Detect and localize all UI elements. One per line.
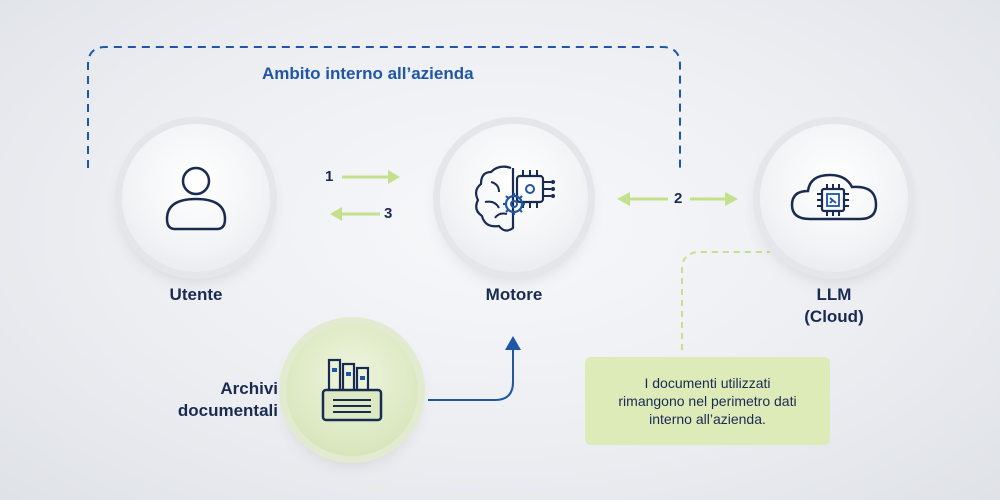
user-icon	[165, 166, 227, 231]
cloud-chip-icon	[790, 173, 878, 221]
llm-label-line1: LLM	[816, 285, 852, 304]
scope-boundary	[87, 46, 681, 168]
engine-node	[440, 124, 588, 272]
step-2-label: 2	[674, 190, 683, 207]
user-label: Utente	[169, 285, 223, 304]
step-1-label: 1	[325, 168, 334, 185]
note-box: I documenti utilizzati rimangono nel per…	[585, 357, 830, 445]
archives-label-line1: Archivi	[220, 379, 278, 398]
engine-label: Motore	[485, 285, 543, 304]
note-text: I documenti utilizzati rimangono nel per…	[618, 375, 797, 427]
arrow-3	[330, 207, 380, 221]
arrow-2	[617, 192, 738, 206]
llm-label-line2: (Cloud)	[804, 307, 864, 326]
user-node	[122, 124, 270, 272]
brain-chip-icon	[474, 165, 555, 232]
note-connector	[681, 251, 770, 350]
archives-node	[286, 324, 418, 456]
scope-title: Ambito interno all’azienda	[262, 64, 474, 83]
archive-folders-icon	[321, 358, 383, 422]
archives-arrow	[428, 336, 521, 401]
arrow-1	[342, 170, 400, 184]
archives-label-line2: documentali	[177, 401, 278, 420]
llm-node	[760, 124, 908, 272]
archives-label: Archivi documentali	[150, 378, 278, 422]
llm-label: LLM (Cloud)	[784, 284, 884, 328]
step-3-label: 3	[384, 205, 393, 222]
